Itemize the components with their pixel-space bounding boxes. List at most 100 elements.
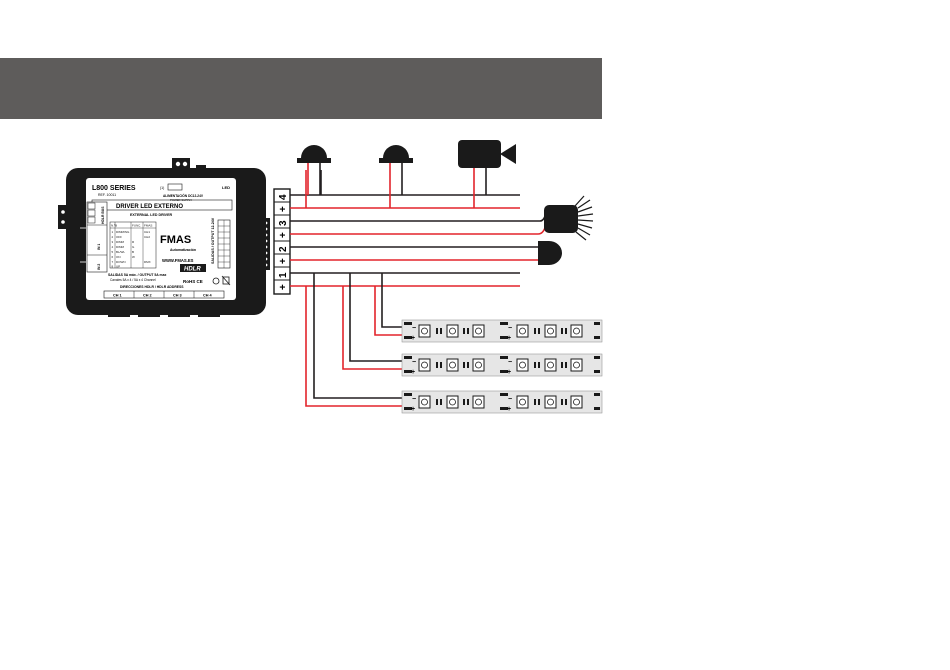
led-cluster bbox=[537, 195, 594, 241]
strip-plus-symbol: + bbox=[507, 406, 511, 413]
strip-minus-symbol: − bbox=[412, 396, 416, 403]
strip-minus-symbol: − bbox=[508, 359, 512, 366]
driver-title: DRIVER LED EXTERNO bbox=[116, 204, 183, 210]
terminal-label: + bbox=[278, 206, 289, 212]
camera-icon bbox=[458, 140, 501, 168]
table-cell: B bbox=[132, 250, 134, 254]
pilot-light-icon bbox=[543, 241, 562, 265]
terminal-label: + bbox=[278, 284, 289, 290]
top-connector bbox=[172, 158, 190, 170]
led-cluster-icon bbox=[544, 205, 578, 233]
table-cell: 6 bbox=[112, 255, 114, 259]
table-cell: 2 bbox=[112, 235, 114, 239]
output-terminal-block bbox=[217, 219, 231, 269]
supply-label: ALIMENTACIÓN DC12-24V bbox=[163, 193, 204, 198]
recycle-icon bbox=[212, 277, 220, 285]
table-cell: 8 bbox=[112, 265, 114, 269]
output-note: SALIDAS 5A máx. / OUTPUT 5A max bbox=[108, 273, 166, 277]
screw-icon bbox=[182, 161, 188, 167]
series-label: L800 SERIES bbox=[92, 185, 136, 192]
supply-label-en: POWER SUPPLY bbox=[170, 198, 192, 202]
table-cell: G bbox=[132, 245, 135, 249]
camera bbox=[458, 140, 516, 208]
table-cell: DIMM bbox=[116, 240, 124, 244]
terminal-label: 1 bbox=[278, 272, 289, 278]
table-cell: ON bbox=[116, 255, 121, 259]
table-cell: CH2 bbox=[144, 235, 150, 239]
table-cell: OFF bbox=[116, 235, 122, 239]
strip-plus-symbol: + bbox=[507, 335, 511, 342]
strip-wires bbox=[305, 273, 402, 407]
brand-subtitle: Automatización bbox=[170, 248, 196, 252]
table-cell: 4 bbox=[112, 245, 114, 249]
left-connector bbox=[58, 205, 68, 229]
screw-icon bbox=[61, 210, 65, 214]
channel-label: CH 3 bbox=[173, 294, 182, 298]
strip-plus-symbol: + bbox=[507, 369, 511, 376]
table-cell: R bbox=[132, 240, 135, 244]
ref-label: REF. 10011 bbox=[98, 193, 116, 197]
function-table: N.ºB FUNC. FMAS 1 DIMMING CH1 2 OFF CH2 … bbox=[109, 221, 157, 269]
side-label-mid: IN 1 bbox=[97, 244, 101, 250]
led-strip: − + − + bbox=[401, 353, 603, 377]
table-cell: 3 bbox=[112, 240, 114, 244]
led-strip: − + − + bbox=[401, 319, 603, 343]
brand-logo: FMAS bbox=[160, 234, 191, 246]
channel-address-boxes: CH 1 CH 2 CH 3 CH 4 bbox=[103, 290, 225, 299]
driver-subtitle: EXTERNAL LED DRIVER bbox=[130, 213, 172, 217]
table-cell: UP bbox=[116, 265, 120, 269]
pilot-light bbox=[538, 241, 562, 265]
spot-light-1 bbox=[297, 145, 331, 208]
output-side-label: SALIDAS / OUTPUT 12-24V bbox=[211, 217, 215, 264]
bin-icon bbox=[222, 276, 230, 285]
terminal-label: 4 bbox=[278, 194, 289, 200]
certifications-label: RoHS CE bbox=[183, 279, 203, 284]
table-cell: BL/WL bbox=[116, 250, 125, 254]
terminal-label: 2 bbox=[278, 246, 289, 252]
table-header: N.ºB bbox=[111, 224, 117, 228]
strip-plus-symbol: + bbox=[411, 406, 415, 413]
channel-label: CH 1 bbox=[113, 294, 122, 298]
table-cell: 1 bbox=[112, 230, 114, 234]
spotlight-icon bbox=[383, 145, 409, 158]
led-driver-module: L800 SERIES REF. 10011 (1) LED ALIMENTAC… bbox=[58, 158, 270, 317]
table-cell: DIMM bbox=[116, 245, 124, 249]
led-label: LED bbox=[222, 185, 230, 190]
table-cell: CH1 bbox=[144, 230, 150, 234]
table-cell: DMX bbox=[144, 260, 151, 264]
strip-minus-symbol: − bbox=[508, 325, 512, 332]
table-cell: 5 bbox=[112, 250, 114, 254]
channel-note: Canales 5A x 4 / 5A x 4 Channel bbox=[110, 278, 156, 282]
terminal-label: + bbox=[278, 232, 289, 238]
strip-minus-symbol: − bbox=[508, 396, 512, 403]
channel-label: CH 4 bbox=[203, 294, 213, 298]
table-header: FUNC. bbox=[132, 224, 141, 228]
bus-logo-box bbox=[180, 264, 206, 272]
strip-plus-symbol: + bbox=[411, 335, 415, 342]
screw-icon bbox=[61, 220, 65, 224]
terminal-label: + bbox=[278, 258, 289, 264]
screw-icon bbox=[175, 161, 181, 167]
header-banner bbox=[0, 58, 602, 119]
address-label: DIRECCIONES HDLR / HDLR ADDRESS bbox=[120, 285, 184, 289]
supply-terminal bbox=[167, 183, 183, 191]
supply-badge: (1) bbox=[160, 186, 164, 190]
terminal-block: 4 + 3 + 2 + 1 + bbox=[273, 188, 291, 295]
bus-logo: HDLR bbox=[184, 267, 201, 273]
table-cell: DIMMING bbox=[116, 230, 130, 234]
terminal-label: 3 bbox=[278, 220, 289, 226]
table-cell: W bbox=[132, 255, 135, 259]
side-label-top: HDLR BUS bbox=[101, 206, 105, 224]
strip-plus-symbol: + bbox=[411, 369, 415, 376]
table-header: FMAS bbox=[144, 224, 152, 228]
table-cell: DOWN bbox=[116, 260, 126, 264]
input-side-panel: HDLR BUS IN 1 IN 2 bbox=[86, 201, 108, 273]
url-label: WWW.FMAS.ES bbox=[162, 258, 194, 263]
side-label-bot: IN 2 bbox=[97, 264, 101, 270]
bus-wires bbox=[290, 194, 540, 287]
spotlight-icon bbox=[301, 145, 327, 158]
strip-minus-symbol: − bbox=[412, 359, 416, 366]
table-cell: 7 bbox=[112, 260, 114, 264]
channel-label: CH 2 bbox=[143, 294, 152, 298]
